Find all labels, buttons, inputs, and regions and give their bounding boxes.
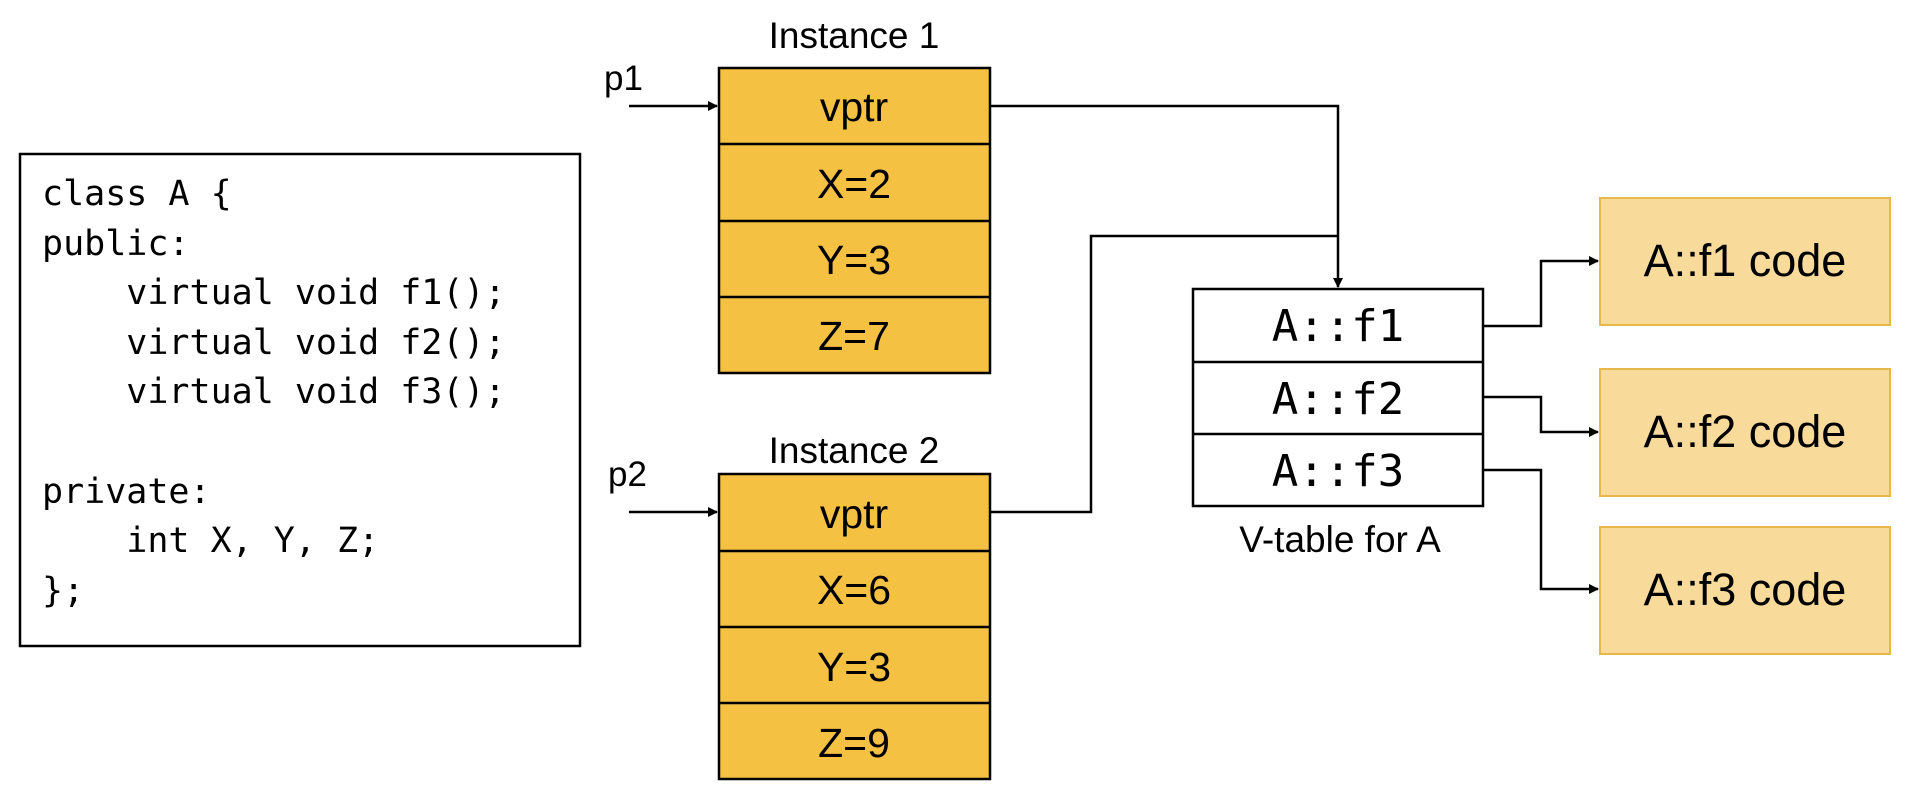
code-blocks: A::f1 code A::f2 code A::f3 code: [1599, 197, 1891, 655]
instance-2-y-cell: Y=3: [817, 644, 891, 690]
vtable-entry-f2: A::f2: [1272, 374, 1404, 425]
instance-1: Instance 1 p1 vptr X=2 Y=3 Z=7: [604, 15, 992, 375]
vtable: A::f1 A::f2 A::f3 V-table for A: [1191, 287, 1485, 560]
code-line: private:: [42, 472, 211, 512]
code-line: virtual void f1();: [42, 273, 506, 313]
class-definition-box: class A { public: virtual void f1(); vir…: [18, 152, 582, 648]
f3-code-label: A::f3 code: [1644, 564, 1847, 615]
code-line: class A {: [42, 174, 232, 214]
vtable-entry-f3: A::f3: [1272, 446, 1404, 497]
f2-code-block: [1599, 368, 1891, 497]
instance-1-y-cell: Y=3: [817, 237, 891, 283]
instance-2-z-cell: Z=9: [818, 720, 890, 766]
instance-1-x-cell: X=2: [817, 161, 891, 207]
f2-code-label: A::f2 code: [1644, 406, 1847, 457]
code-box-border: [18, 152, 582, 648]
instance-2-vptr-cell: vptr: [820, 491, 888, 537]
code-line: public:: [42, 224, 190, 264]
code-line: virtual void f2();: [42, 323, 506, 363]
code-line: virtual void f3();: [42, 372, 506, 412]
instance-2: Instance 2 p2 vptr X=6 Y=3 Z=9: [608, 430, 992, 781]
instance-2-vptr-connector: [990, 234, 1338, 514]
vtable-entry-f1: A::f1: [1272, 301, 1404, 352]
vtable-caption: V-table for A: [1239, 519, 1441, 560]
instance-1-vptr-connector: [990, 104, 1343, 288]
code-line: int X, Y, Z;: [42, 521, 379, 561]
f3-connector: [1483, 468, 1599, 594]
f1-connector: [1483, 256, 1599, 328]
code-line: };: [42, 571, 84, 611]
pointer-p2-label: p2: [608, 455, 647, 494]
vtable-box: [1191, 287, 1485, 508]
pointer-p1-label: p1: [604, 59, 643, 98]
instance-1-vptr-cell: vptr: [820, 84, 888, 130]
instance-1-z-cell: Z=7: [818, 313, 890, 359]
instance-1-title: Instance 1: [769, 15, 940, 56]
f1-code-label: A::f1 code: [1644, 235, 1847, 286]
f1-code-block: [1599, 197, 1891, 326]
f3-code-block: [1599, 526, 1891, 655]
f2-connector: [1483, 395, 1599, 437]
instance-2-title: Instance 2: [769, 430, 940, 471]
instance-2-x-cell: X=6: [817, 567, 891, 613]
